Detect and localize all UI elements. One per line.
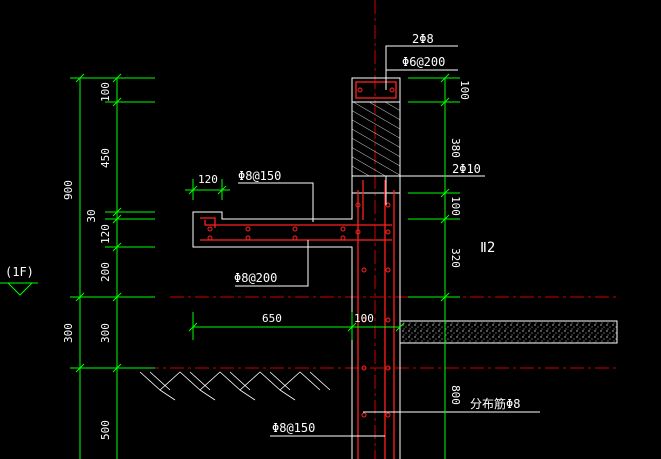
dim-120: 120 — [99, 224, 112, 244]
level-mark: (1F) — [0, 265, 38, 296]
label-overhang-width: 120 — [198, 173, 218, 186]
overhang-dims — [185, 179, 405, 340]
concrete-outline — [192, 77, 401, 459]
dim-450: 450 — [99, 148, 112, 168]
label-wall-100: 100 — [354, 312, 374, 325]
dim-500: 500 — [99, 420, 112, 440]
label-stirrups: Φ6@200 — [402, 55, 445, 69]
annotation-labels: 2Φ8 Φ6@200 120 Φ8@150 Φ8@200 650 100 2Φ1… — [198, 32, 520, 435]
dim-right-800: 800 — [449, 385, 462, 405]
label-slab-top-rebar: Φ8@150 — [238, 169, 281, 183]
label-vertical-rebar: Φ8@150 — [272, 421, 315, 435]
dim-900: 900 — [62, 180, 75, 200]
left-dimension-texts: 900 100 450 30 120 200 300 300 500 — [62, 82, 112, 440]
rebar-dots — [207, 87, 395, 418]
label-span-650: 650 — [262, 312, 282, 325]
cap-stirrup — [355, 81, 397, 99]
slab-top-bar — [204, 220, 392, 226]
dim-30: 30 — [85, 209, 98, 222]
soil-hatch — [139, 371, 331, 401]
dim-right-100-mid: 100 — [449, 196, 462, 216]
left-dimension-chain — [70, 73, 155, 459]
right-dimension-chain — [408, 73, 460, 459]
wall-and-slab — [192, 193, 401, 459]
label-section-mark: Ⅱ2 — [480, 240, 495, 256]
label-mid-bars: 2Φ10 — [452, 162, 481, 176]
dim-right-100-top: 100 — [458, 80, 471, 100]
dim-200: 200 — [99, 262, 112, 282]
dim-300-outer: 300 — [62, 323, 75, 343]
label-distribution-bar: 分布筋Φ8 — [470, 396, 520, 411]
label-slab-bottom-rebar: Φ8@200 — [234, 271, 277, 285]
dim-right-320: 320 — [449, 248, 462, 268]
gravel-slab — [399, 320, 618, 344]
dim-100-top: 100 — [99, 82, 112, 102]
leader-lines — [235, 45, 540, 437]
level-mark-text: (1F) — [5, 265, 34, 279]
axis-lines — [70, 0, 620, 459]
dim-right-380: 380 — [449, 138, 462, 158]
masonry-block — [351, 101, 401, 177]
dim-300-inner: 300 — [99, 323, 112, 343]
label-main-bars: 2Φ8 — [412, 32, 434, 46]
